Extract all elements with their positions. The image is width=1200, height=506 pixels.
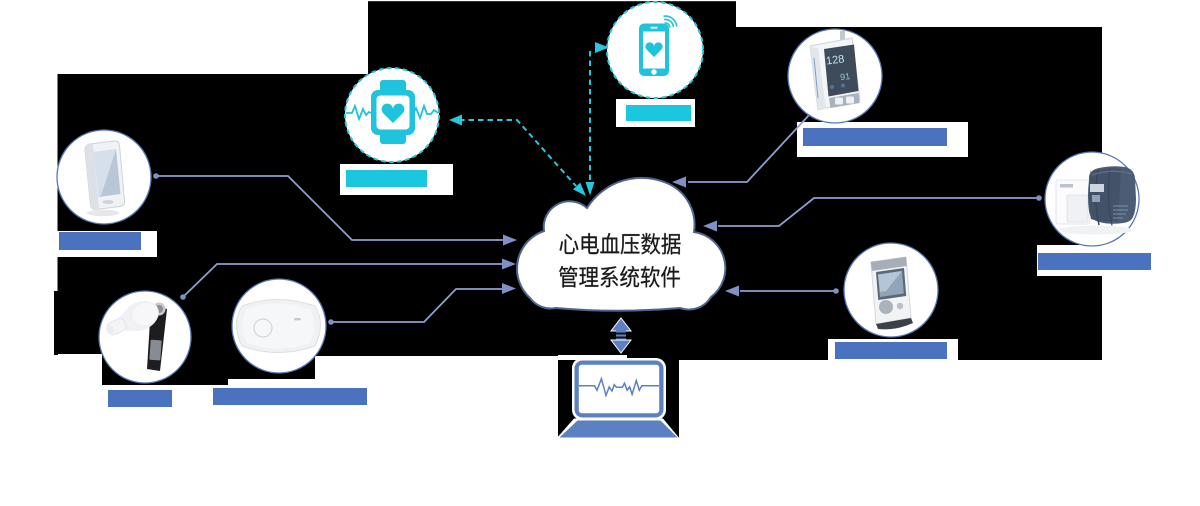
svg-text:91: 91 (840, 71, 851, 82)
svg-text:128: 128 (825, 53, 845, 67)
